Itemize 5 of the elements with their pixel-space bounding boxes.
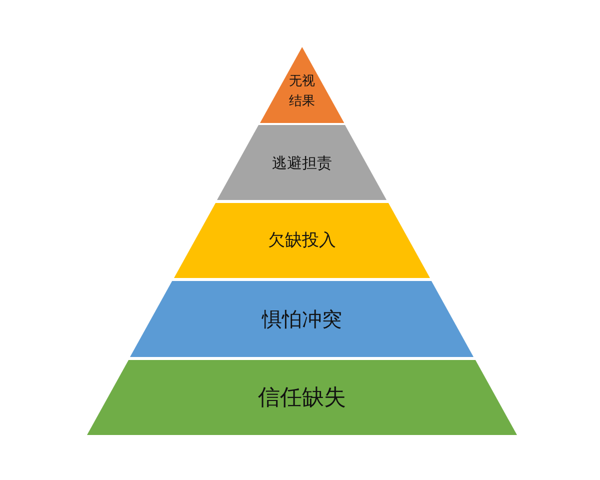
tier-label: 无视结果	[288, 72, 316, 112]
tier-label: 逃避担责	[272, 152, 332, 174]
tier-label: 信任缺失	[258, 384, 346, 412]
tier-label: 惧怕冲突	[262, 306, 342, 333]
tier-label: 欠缺投入	[268, 228, 336, 252]
